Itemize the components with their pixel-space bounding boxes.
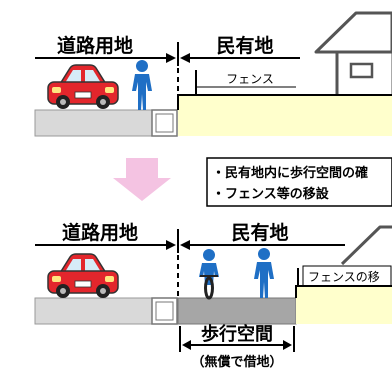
car-window-right [85,70,101,83]
bottom-road-ground [34,297,153,325]
pedestrian-head [258,248,270,260]
top-private-label: 民有地 [216,34,273,57]
walkway-dimension: 歩行空間 （無償で借地） [179,323,295,370]
bottom-pedestrian [254,248,274,298]
bottom-cyclist [199,249,219,300]
measures-note: ・民有地内に歩行空間の確 ・フェンス等の移設 [206,157,392,207]
walkway-dim-arrowhead-right [283,340,292,350]
cyclist-body [199,263,219,285]
car-hub-right [100,99,106,105]
bottom-house-roof [340,225,392,266]
walkway-dim-arrowhead-left [182,340,191,350]
measures-note-box [206,157,392,207]
top-section: 道路用地 民有地 フェンス [34,11,392,137]
car-plate [74,280,92,288]
top-pedestrian [132,60,152,110]
cyclist-head [203,249,215,261]
bottom-road-label: 道路用地 [62,221,138,244]
bottom-road-arrowhead [166,240,176,250]
pedestrian-body [132,74,152,110]
bottom-walkway-ground [177,297,297,325]
walkway-label: 歩行空間 [201,323,273,345]
house-roof [314,11,392,54]
house-window [349,62,374,79]
top-private-ground-edge [177,94,392,110]
top-car [47,64,119,109]
bottom-private-ground [296,286,392,324]
car-hub-right [100,288,106,294]
bottom-private-label: 民有地 [231,221,288,244]
down-arrow [113,158,171,201]
car-plate [74,91,92,99]
top-private-arrowhead [180,53,190,63]
measures-note-line1: ・民有地内に歩行空間の確 [212,165,368,181]
top-road-ground [34,109,153,137]
bottom-private-arrowhead [180,240,190,250]
car-headlight-right [105,87,114,93]
car-window-left [65,70,81,83]
bottom-section: 道路用地 民有地 フェンスの移 [34,221,392,370]
bottom-gutter-inner [155,301,174,321]
car-window-left [65,259,81,272]
bottom-private-ground-edge [295,285,392,298]
top-gutter-inner [155,113,174,133]
car-window-right [85,259,101,272]
top-fence-label: フェンス [226,72,274,86]
top-private-ground [178,95,392,136]
bicycle-wheel-icon [204,276,214,300]
top-house [314,11,392,98]
walkway-note: （無償で借地） [191,354,282,370]
pedestrian-body [254,262,274,298]
bottom-fence-label: フェンスの移 [308,270,380,284]
car-headlight-left [52,87,61,93]
pedestrian-head [136,60,148,72]
car-headlight-left [52,276,61,282]
measures-note-line2: ・フェンス等の移設 [212,186,330,202]
car-headlight-right [105,276,114,282]
bottom-car [47,253,119,298]
car-hub-left [60,288,66,294]
top-road-arrowhead [166,53,176,63]
top-road-label: 道路用地 [57,34,133,57]
car-hub-left [60,99,66,105]
